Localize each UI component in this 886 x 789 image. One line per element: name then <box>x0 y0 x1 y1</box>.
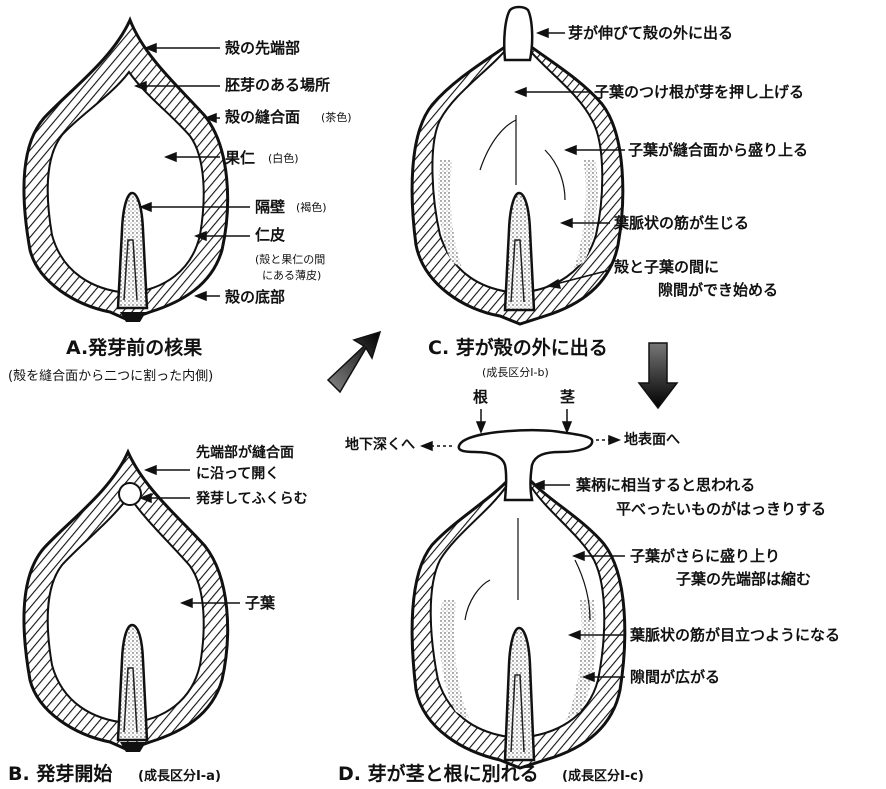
label-veins-prominent: 葉脈状の筋が目立つようになる <box>630 628 840 643</box>
caption-d: D. 芽が茎と根に別れる <box>338 765 539 784</box>
label-deep-underground: 地下深くへ <box>345 438 415 452</box>
label-kernel: 果仁 <box>225 151 255 166</box>
caption-c: C. 芽が殻の外に出る <box>428 339 608 358</box>
label-germinate-swell: 発芽してふくらむ <box>196 492 308 506</box>
label-cotyledon-bulges: 子葉が縫合面から盛り上る <box>628 143 808 158</box>
label-petiole-1: 葉柄に相当すると思われる <box>576 478 755 493</box>
nut-c <box>412 7 623 324</box>
label-septum: 隔壁 <box>255 200 285 215</box>
caption-d-stage: (成長区分Ⅰ-c) <box>562 770 644 783</box>
caption-b-stage: (成長区分Ⅰ-a) <box>138 770 221 783</box>
label-embryo-site: 胚芽のある場所 <box>225 78 330 93</box>
caption-a: A.発芽前の核果 <box>66 339 202 358</box>
label-shell-tip: 殻の先端部 <box>225 41 300 56</box>
label-gap-2: 隙間ができ始める <box>658 283 778 298</box>
label-shell-base: 殻の底部 <box>225 290 285 305</box>
diagonal-arrow <box>328 332 380 392</box>
label-rise-1: 子葉がさらに盛り上り <box>630 549 780 564</box>
down-arrow <box>639 343 677 408</box>
label-rise-2: 子葉の先端部は縮む <box>676 572 811 587</box>
label-bud-emerges: 芽が伸びて殻の外に出る <box>568 26 733 41</box>
label-stem: 茎 <box>560 390 575 405</box>
caption-b: B. 発芽開始 <box>8 765 112 784</box>
caption-c-stage: (成長区分Ⅰ-b) <box>482 367 549 378</box>
label-gap-1: 殻と子葉の間に <box>614 260 719 275</box>
caption-a-sub: (殻を縫合面から二つに割った内側) <box>8 370 213 383</box>
label-gap-widens: 隙間が広がる <box>630 670 720 685</box>
label-testa: 仁皮 <box>255 228 285 243</box>
label-suture-color: (茶色) <box>321 112 352 123</box>
label-tip-opens-2: に沿って開く <box>196 467 279 481</box>
nut-a <box>24 20 228 322</box>
label-to-surface: 地表面へ <box>624 433 680 447</box>
label-petiole-2: 平べったいものがはっきりする <box>616 502 826 517</box>
label-septum-color: (褐色) <box>296 202 327 213</box>
label-testa-note-2: にある薄皮) <box>262 270 321 281</box>
label-base-pushes: 子葉のつけ根が芽を押し上げる <box>594 85 804 100</box>
label-vein-lines: 葉脈状の筋が生じる <box>614 216 749 231</box>
label-root: 根 <box>473 390 488 405</box>
label-cotyledon: 子葉 <box>245 596 275 611</box>
label-tip-opens-1: 先端部が縫合面 <box>196 446 294 460</box>
label-kernel-color: (白色) <box>268 153 299 164</box>
label-suture-face: 殻の縫合面 <box>225 110 300 125</box>
label-testa-note-1: (殻と果仁の間 <box>255 254 325 265</box>
